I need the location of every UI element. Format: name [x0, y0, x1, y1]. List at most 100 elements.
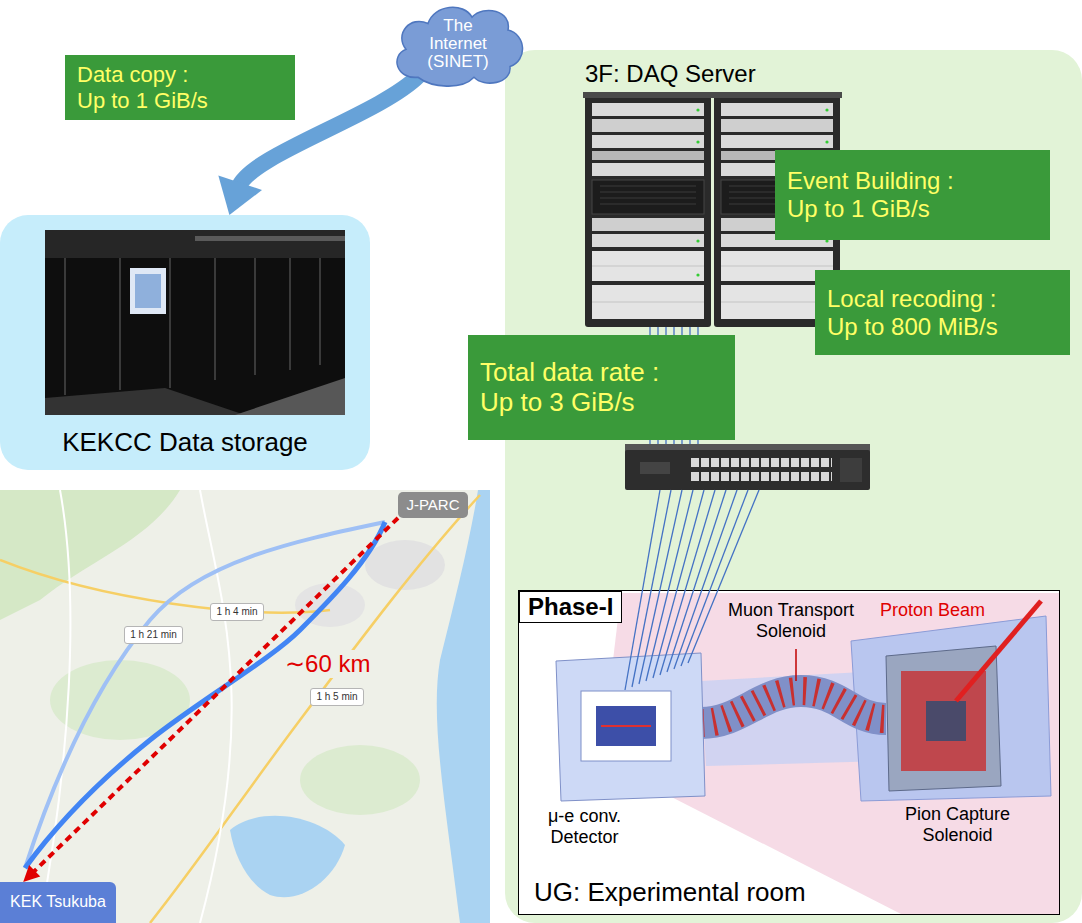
text-line: Event Building : [787, 167, 954, 195]
experiment-illustration [556, 593, 1059, 914]
storage-photo [45, 388, 245, 415]
experiment-illustration [701, 691, 886, 723]
route-map [437, 490, 490, 923]
experiment-illustration [926, 701, 966, 741]
text-line: Detector [548, 827, 621, 848]
detector-cable [660, 490, 715, 675]
route-map [25, 522, 385, 868]
text-line: The [427, 17, 488, 35]
part-label: μ-e conv. Detector [548, 806, 621, 847]
storage-photo [135, 274, 161, 308]
server-rack [592, 218, 704, 231]
text-line: Internet [427, 35, 488, 53]
box-text: KEK Tsukuba [10, 893, 106, 911]
box-text: J-PARC [406, 496, 459, 513]
box-text: 1 h 21 min [130, 629, 177, 641]
region-title: Phase-I [519, 591, 622, 623]
rate-box: Local recoding : Up to 800 MiB/s [815, 270, 1070, 355]
route-map [150, 495, 480, 923]
network-switch [690, 456, 832, 484]
text-line: Up to 800 MiB/s [827, 313, 998, 341]
rate-box: Event Building : Up to 1 GiB/s [775, 150, 1050, 240]
server-rack [592, 103, 704, 319]
storage-photo [130, 268, 166, 314]
travel-time-box: 1 h 4 min [210, 603, 264, 621]
detector-cable [681, 490, 748, 666]
network-switch [840, 458, 862, 482]
box-text: Data copy : Up to 1 GiB/s [77, 62, 208, 113]
box-text: Event Building : Up to 1 GiB/s [787, 167, 954, 222]
storage-photo [45, 230, 345, 415]
experiment-illustration [901, 671, 986, 771]
text-anchor: ∼60 km [282, 650, 373, 678]
experiment-illustration [581, 691, 671, 761]
travel-time-box: 1 h 5 min [310, 688, 364, 706]
text-line: Data copy : [77, 62, 208, 87]
map-callout: J-PARC [398, 492, 468, 518]
text-line: Solenoid [905, 825, 1010, 846]
storage-photo [45, 230, 345, 415]
region-title: 3F: DAQ Server [585, 60, 756, 88]
text-anchor: μ-e conv. Detector [548, 806, 621, 847]
text-anchor: Phase-I [519, 591, 622, 623]
text-line: Up to 1 GiB/s [77, 88, 208, 113]
storage-photo [235, 378, 345, 415]
network-switch [625, 444, 870, 490]
travel-time-box: 1 h 21 min [124, 626, 183, 644]
network-switch [640, 462, 670, 474]
text-anchor: Pion Capture Solenoid [905, 804, 1010, 845]
server-rack [592, 180, 704, 214]
server-rack [696, 273, 699, 276]
map-callout: KEK Tsukuba [0, 882, 116, 923]
server-rack [696, 239, 699, 242]
rate-box: Data copy : Up to 1 GiB/s [65, 55, 295, 120]
rate-box: Total data rate : Up to 3 GiB/s [468, 335, 735, 440]
data-copy-arrow [218, 175, 262, 215]
detector-cable [688, 490, 759, 663]
detector-cable [639, 490, 682, 684]
server-rack [600, 186, 696, 204]
experiment-illustration [701, 691, 886, 723]
storage-photo [195, 236, 345, 241]
network-switch [625, 450, 870, 490]
text-anchor: Muon Transport Solenoid [728, 600, 854, 641]
internet-cloud: The Internet (SINET) [388, 0, 528, 88]
text-line: Local recoding : [827, 285, 998, 313]
box-text: Total data rate : Up to 3 GiB/s [480, 358, 659, 418]
region-title: KEKCC Data storage [62, 428, 308, 458]
experiment-illustration [795, 649, 797, 681]
cloud-shape [397, 7, 523, 86]
experiment-illustration [601, 725, 651, 727]
server-rack [592, 135, 704, 148]
part-label: Proton Beam [880, 600, 985, 621]
server-rack [583, 92, 842, 98]
text-line: Pion Capture [905, 804, 1010, 825]
detector-cable [625, 490, 660, 690]
detector-cable [667, 490, 726, 672]
detector-cable [674, 490, 737, 669]
text-anchor: Proton Beam [880, 600, 985, 621]
route-map [0, 490, 490, 923]
server-rack [696, 140, 699, 143]
detector-cable [625, 490, 759, 690]
server-rack [592, 119, 704, 132]
text-line: Up to 1 GiB/s [787, 195, 954, 223]
box-text: The Internet (SINET) [427, 17, 488, 71]
text-line: Up to 3 GiB/s [480, 388, 659, 418]
detector-cable [632, 490, 671, 687]
route-map [25, 522, 385, 868]
box-text: Local recoding : Up to 800 MiB/s [827, 285, 998, 340]
region-title: UG: Experimental room [534, 878, 806, 908]
distance-line [33, 518, 398, 873]
route-map [300, 745, 420, 815]
detector-cable [646, 490, 693, 681]
daq-region: 3F: DAQ ServerEvent Building : Up to 1 G… [505, 50, 1082, 923]
distance-line [23, 518, 398, 882]
experiment-illustration [596, 706, 656, 746]
route-map [40, 490, 70, 923]
storage-region: KEKCC Data storage [0, 215, 370, 470]
box-text: 1 h 5 min [316, 691, 357, 703]
server-rack [592, 234, 704, 247]
text-anchor: 3F: DAQ Server [585, 60, 756, 88]
box-text: 1 h 4 min [216, 606, 257, 618]
